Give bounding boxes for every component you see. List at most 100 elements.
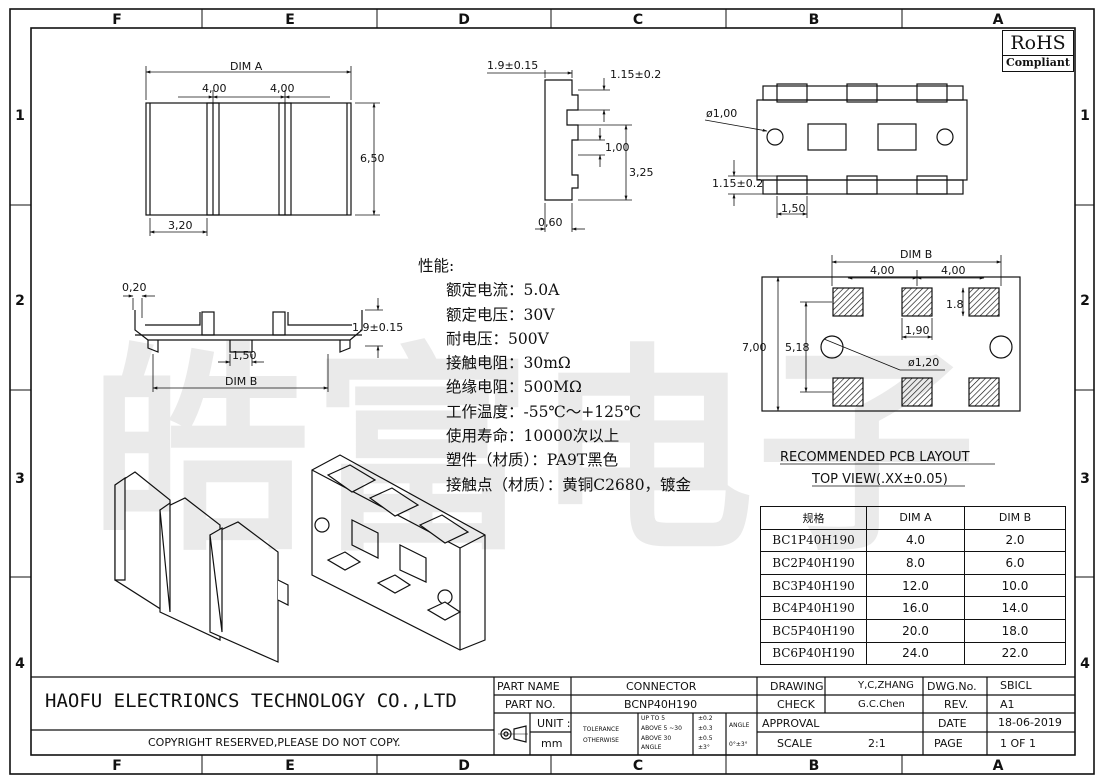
part-no-label: PART NO.: [505, 698, 555, 711]
pitch-label: 4,00: [270, 82, 295, 95]
isometric-view-front: [114, 471, 289, 663]
page-label: PAGE: [934, 737, 963, 750]
front-height-label: 1.9±0.15: [352, 321, 403, 334]
spec-item: 额定电流：5.0A: [446, 281, 560, 300]
pcb-caption-line2: TOP VIEW(.XX±0.05): [811, 472, 948, 487]
height-label: 6,50: [360, 152, 385, 165]
dim-a-label: DIM A: [230, 60, 263, 73]
table-cell: BC6P40H190: [760, 641, 867, 666]
pcb-caption: RECOMMENDED PCB LAYOUT TOP VIEW(.XX±0.05…: [780, 450, 995, 487]
rohs-title: RoHS: [1010, 32, 1066, 54]
table-cell: 8.0: [866, 551, 965, 575]
top-view-labels: DIM A 4,00 4,00 6,50 3,20: [168, 60, 385, 232]
spec-list: 性能: 额定电流：5.0A 额定电压：30V 耐电压：500V 接触电阻：30m…: [418, 254, 691, 497]
side-view-labels: 1.9±0.15 1.15±0.2 1,00 3,25 0,60: [487, 59, 661, 229]
tol-range: ABOVE 30: [641, 735, 671, 742]
pcb-height-label: 7,00: [742, 341, 767, 354]
table-cell: BC5P40H190: [760, 618, 867, 643]
angle-value: 0°±3°: [729, 741, 748, 748]
table-cell: 16.0: [866, 596, 965, 620]
col-label-top: F: [112, 12, 122, 28]
side-total-label: 3,25: [629, 166, 654, 179]
front-view: [123, 294, 383, 392]
date-value: 18-06-2019: [998, 716, 1062, 729]
side-view: [487, 70, 632, 232]
company-name: HAOFU ELECTRIONCS TECHNOLOGY CO.,LTD: [45, 690, 457, 712]
date-label: DATE: [938, 717, 967, 730]
title-block-text: HAOFU ELECTRIONCS TECHNOLOGY CO.,LTD COP…: [45, 679, 1062, 751]
angle-label: ANGLE: [729, 722, 750, 729]
part-no-value: BCNP40H190: [624, 698, 697, 711]
table-cell: 18.0: [964, 618, 1066, 643]
table-row: BC5P40H190 20.0 18.0: [760, 618, 1066, 643]
row-label-right: 1: [1080, 108, 1090, 124]
tol-range: UP TO 5: [641, 715, 665, 722]
spec-item: 塑件（材质）：PA9T黑色: [446, 451, 619, 470]
dwg-label: DWG.No.: [927, 680, 977, 693]
table-cell: 20.0: [866, 618, 965, 643]
spec-item: 使用寿命：10000次以上: [446, 427, 620, 446]
table-row: BC6P40H190 24.0 22.0: [760, 641, 1066, 666]
table-header-row: 规格 DIM A DIM B: [760, 506, 1066, 530]
tol-range: ABOVE 5 ~30: [641, 725, 682, 732]
row-label-left: 4: [15, 656, 25, 672]
spec-item: 接触点（材质）：黄铜C2680，镀金: [446, 475, 692, 494]
col-label-bottom: B: [809, 758, 820, 774]
pcb-pitch-label: 4,00: [941, 264, 966, 277]
top-view: [145, 66, 380, 236]
front-pad-label: 1,50: [232, 349, 257, 362]
pcb-pad-label: 1.8: [946, 298, 964, 311]
hole-dia-label: ø1,00: [706, 107, 737, 120]
pad-height-label: 1.15±0.2: [712, 177, 763, 190]
row-label-right: 4: [1080, 656, 1090, 672]
row-label-left: 2: [15, 293, 25, 309]
table-cell: BC2P40H190: [760, 551, 867, 575]
bottom-view-labels: ø1,00 1.15±0.2 1,50: [706, 107, 806, 215]
pcb-hole-label: ø1,20: [908, 356, 939, 369]
pcb-dim-b-label: DIM B: [900, 248, 932, 261]
tol-value: ±0.2: [698, 715, 713, 722]
bottom-view: [704, 83, 968, 218]
pcb-layout: [761, 255, 1021, 412]
check-value: G.C.Chen: [858, 699, 905, 710]
table-cell: 12.0: [866, 573, 965, 598]
pcb-center-label: 5,18: [785, 341, 810, 354]
col-label-top: C: [633, 12, 643, 28]
unit-value: mm: [541, 737, 562, 750]
side-slot-label: 1,00: [605, 141, 630, 154]
pitch-label: 4,00: [202, 82, 227, 95]
dwg-value: SBICL: [1000, 679, 1032, 692]
spec-item: 耐电压：500V: [446, 329, 549, 348]
scale-label: SCALE: [777, 737, 812, 750]
table-cell: BC4P40H190: [760, 596, 867, 620]
table-row: BC1P40H190 4.0 2.0: [760, 528, 1066, 553]
table-cell: 2.0: [964, 528, 1066, 553]
scale-value: 2:1: [868, 737, 886, 750]
pcb-pitch-label: 4,00: [870, 264, 895, 277]
tol-value: ±0.3: [698, 725, 713, 732]
side-base-label: 0,60: [538, 216, 563, 229]
col-label-bottom: A: [993, 758, 1004, 774]
tol-value: ±0.5: [698, 735, 713, 742]
table-row: BC2P40H190 8.0 6.0: [760, 551, 1066, 575]
tol-range: ANGLE: [641, 744, 662, 751]
copyright-note: COPYRIGHT RESERVED,PLEASE DO NOT COPY.: [148, 736, 400, 749]
tolerance-label: TOLERANCE: [582, 726, 619, 733]
front-view-labels: 0,20 1.9±0.15 1,50 DIM B: [122, 281, 403, 388]
border-frame: [9, 8, 1095, 775]
tolerance-label: OTHERWISE: [583, 737, 619, 744]
foot-width-label: 3,20: [168, 219, 193, 232]
table-row: BC3P40H190 12.0 10.0: [760, 573, 1066, 598]
pcb-pad-gap-label: 1,90: [905, 324, 930, 337]
table-cell: 4.0: [866, 528, 965, 553]
rohs-badge: RoHS Compliant: [1002, 30, 1074, 72]
row-label-left: 1: [15, 108, 25, 124]
col-label-bottom: E: [285, 758, 295, 774]
table-cell: 24.0: [866, 641, 965, 666]
col-label-top: A: [993, 12, 1004, 28]
side-height-label: 1.9±0.15: [487, 59, 538, 72]
grid-labels: F E D C B A F E D C B A 1 2 3 4 1 2 3 4: [15, 12, 1090, 774]
col-label-top: E: [285, 12, 295, 28]
spec-item: 绝缘电阻：500MΩ: [446, 378, 582, 397]
table-header: DIM B: [964, 506, 1066, 530]
